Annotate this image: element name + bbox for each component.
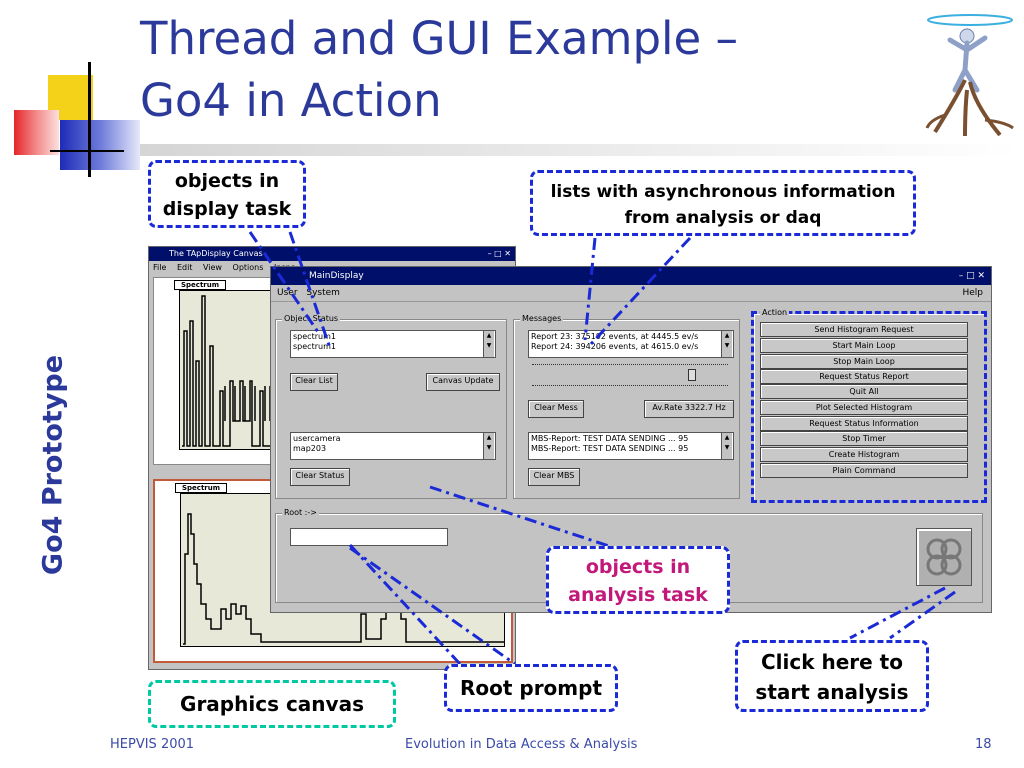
canvas-menu-file[interactable]: File — [153, 263, 167, 272]
plot-selected-histogram-button[interactable]: Plot Selected Histogram — [760, 400, 968, 415]
canvas-titlebar: The TApDisplay Canvas – □ ✕ — [149, 247, 515, 261]
plot-title: Spectrum — [175, 483, 228, 493]
av-rate-button[interactable]: Av.Rate 3322.7 Hz — [644, 400, 734, 418]
canvas-menu-view[interactable]: View — [202, 263, 222, 272]
send-histogram-request-button[interactable]: Send Histogram Request — [760, 322, 968, 337]
callout-start-analysis: Click here to start analysis — [735, 640, 929, 712]
hepvis-logo-icon — [925, 14, 1014, 137]
decor-blue-square — [60, 120, 140, 170]
callout-display-task: objects in display task — [148, 160, 306, 228]
request-status-information-button[interactable]: Request Status Information — [760, 416, 968, 431]
object-status-group: Object Status spectrum1 spectrum1 ▲▼ Cle… — [275, 314, 507, 499]
scrollbar[interactable]: ▲▼ — [483, 433, 494, 459]
mbs-list[interactable]: MBS-Report: TEST DATA SENDING ... 95 MBS… — [528, 432, 734, 460]
list-item[interactable]: Report 23: 375192 events, at 4445.5 ev/s — [531, 332, 699, 341]
messages-label: Messages — [520, 314, 564, 323]
scrollbar[interactable]: ▲▼ — [483, 331, 494, 357]
create-histogram-button[interactable]: Create Histogram — [760, 447, 968, 462]
menu-system[interactable]: System — [306, 288, 340, 298]
plain-command-button[interactable]: Plain Command — [760, 463, 968, 478]
list-item[interactable]: map203 — [293, 444, 327, 453]
decor-red-square — [14, 110, 59, 155]
canvas-menu-options[interactable]: Options — [232, 263, 264, 272]
canvas-window-title: The TApDisplay Canvas — [169, 249, 263, 258]
callout-async-lists: lists with asynchronous information from… — [530, 170, 916, 236]
object-list-top[interactable]: spectrum1 spectrum1 ▲▼ — [290, 330, 496, 358]
request-status-report-button[interactable]: Request Status Report — [760, 369, 968, 384]
root-label: Root :-> — [282, 508, 319, 517]
scrollbar[interactable]: ▲▼ — [721, 433, 732, 459]
footer-left: HEPVIS 2001 — [110, 737, 195, 752]
go4-start-icon — [926, 538, 962, 576]
menu-user[interactable]: User — [277, 288, 298, 298]
menu-help[interactable]: Help — [962, 288, 983, 298]
slide-title: Thread and GUI Example – Go4 in Action — [140, 12, 739, 127]
action-group: Action Send Histogram Request Start Main… — [751, 308, 987, 503]
callout-root-prompt: Root prompt — [444, 664, 618, 712]
title-underline — [140, 144, 1020, 156]
rate-slider[interactable] — [532, 364, 728, 386]
footer-page-number: 18 — [975, 737, 992, 752]
footer-center: Evolution in Data Access & Analysis — [405, 737, 638, 752]
clear-list-button[interactable]: Clear List — [290, 373, 338, 391]
clear-mess-button[interactable]: Clear Mess — [528, 400, 584, 418]
start-main-loop-button[interactable]: Start Main Loop — [760, 338, 968, 353]
list-item[interactable]: MBS-Report: TEST DATA SENDING ... 95 — [531, 434, 689, 443]
list-item[interactable]: usercamera — [293, 434, 341, 443]
object-list-bottom[interactable]: usercamera map203 ▲▼ — [290, 432, 496, 460]
list-item[interactable]: MBS-Report: TEST DATA SENDING ... 95 — [531, 444, 689, 453]
plot-title: Spectrum — [174, 280, 227, 290]
object-status-label: Object Status — [282, 314, 341, 323]
callout-analysis-task: objects in analysis task — [546, 546, 730, 614]
canvas-update-button[interactable]: Canvas Update — [426, 373, 500, 391]
list-item[interactable]: Report 24: 394206 events, at 4615.0 ev/s — [531, 342, 699, 351]
root-prompt-input[interactable] — [290, 528, 448, 546]
quit-all-button[interactable]: Quit All — [760, 384, 968, 399]
stop-timer-button[interactable]: Stop Timer — [760, 431, 968, 446]
side-label: Go4 Prototype — [37, 354, 69, 576]
slider-handle[interactable] — [688, 369, 696, 381]
stop-main-loop-button[interactable]: Stop Main Loop — [760, 354, 968, 369]
clear-mbs-button[interactable]: Clear MBS — [528, 468, 580, 486]
messages-list-top[interactable]: Report 23: 375192 events, at 4445.5 ev/s… — [528, 330, 734, 358]
scrollbar[interactable]: ▲▼ — [721, 331, 732, 357]
start-analysis-button[interactable] — [916, 528, 972, 586]
callout-graphics-canvas: Graphics canvas — [148, 680, 396, 728]
main-titlebar: MainDisplay – □ ✕ — [271, 267, 991, 285]
action-label: Action — [760, 308, 790, 317]
decor-vertical-line — [88, 62, 91, 177]
main-window-title: MainDisplay — [309, 271, 364, 281]
list-item[interactable]: spectrum1 — [293, 342, 336, 351]
messages-group: Messages Report 23: 375192 events, at 44… — [513, 314, 740, 499]
main-menubar: User System Help — [271, 285, 991, 302]
window-controls-icon[interactable]: – □ ✕ — [958, 271, 985, 281]
clear-status-button[interactable]: Clear Status — [290, 468, 350, 486]
canvas-menu-edit[interactable]: Edit — [176, 263, 193, 272]
list-item[interactable]: spectrum1 — [293, 332, 336, 341]
decor-horizontal-line — [50, 150, 124, 152]
